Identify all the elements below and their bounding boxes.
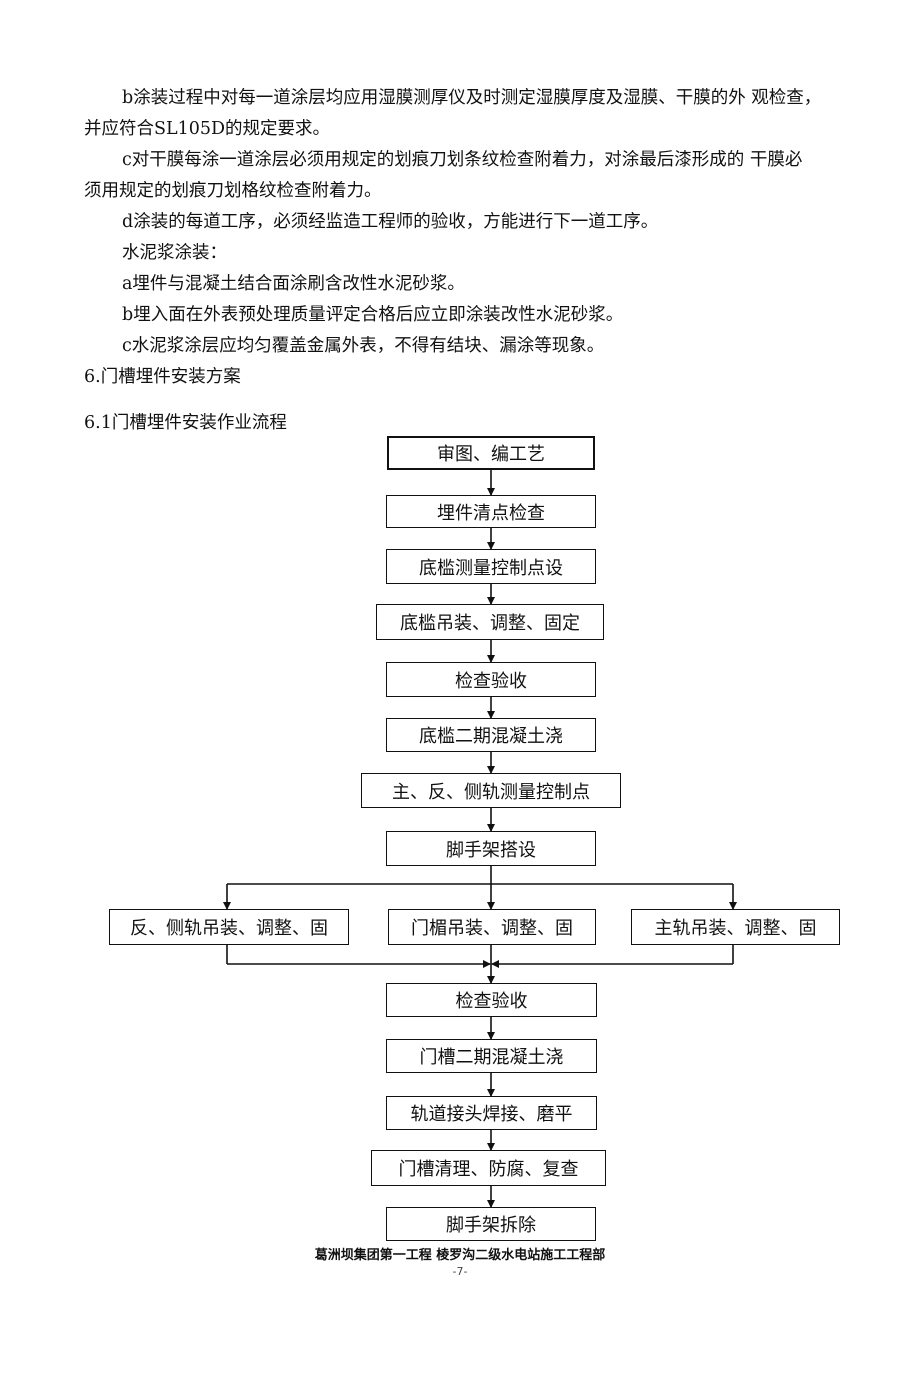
cement-item-b: b埋入面在外表预处理质量评定合格后应立即涂装改性水泥砂浆。	[122, 305, 624, 325]
section-6-heading: 6.门槽埋件安装方案	[84, 367, 241, 387]
flow-step-rail-survey: 主、反、侧轨测量控制点	[361, 773, 621, 808]
flow-step-sill-install: 底槛吊装、调整、固定	[376, 604, 604, 640]
footer-organization: 葛洲坝集团第一工程 棱罗沟二级水电站施工工程部	[314, 1248, 606, 1263]
section-6-1-heading: 6.1门槽埋件安装作业流程	[84, 413, 287, 433]
flow-step-scaffold-remove: 脚手架拆除	[386, 1207, 596, 1241]
flow-step-sill-survey: 底槛测量控制点设	[386, 549, 596, 584]
flow-step-inspection-1: 检查验收	[386, 662, 596, 697]
paragraph-b-line1: b涂装过程中对每一道涂层均应用湿膜测厚仪及时测定湿膜厚度及湿膜、干膜的外 观检查…	[122, 88, 822, 108]
flow-step-joint-weld: 轨道接头焊接、磨平	[386, 1096, 597, 1130]
cement-item-a: a埋件与混凝土结合面涂刷含改性水泥砂浆。	[122, 274, 465, 294]
cement-slurry-heading: 水泥浆涂装：	[122, 243, 227, 263]
flow-step-inspection-2: 检查验收	[386, 983, 597, 1017]
flow-parallel-lintel: 门楣吊装、调整、固	[388, 909, 596, 945]
paragraph-c-line1: c对干膜每涂一道涂层必须用规定的划痕刀划条纹检查附着力，对涂最后漆形成的 干膜必	[122, 150, 803, 170]
page-number: -7-	[452, 1265, 468, 1278]
paragraph-d: d涂装的每道工序，必须经监造工程师的验收，方能进行下一道工序。	[122, 212, 659, 232]
paragraph-c-line2: 须用规定的划痕刀划格纹检查附着力。	[84, 181, 382, 201]
flow-parallel-main-rail: 主轨吊装、调整、固	[631, 909, 840, 945]
flow-step-slot-concrete: 门槽二期混凝土浇	[386, 1039, 597, 1073]
paragraph-b-line2: 并应符合SL105D的规定要求。	[84, 119, 331, 139]
flow-step-clean-anticorrosion: 门槽清理、防腐、复查	[371, 1150, 606, 1186]
flow-step-inventory-check: 埋件清点检查	[386, 495, 596, 528]
flow-step-scaffold-erect: 脚手架搭设	[386, 831, 596, 866]
cement-item-c: c水泥浆涂层应均匀覆盖金属外表，不得有结块、漏涂等现象。	[122, 336, 605, 356]
flow-step-sill-concrete: 底槛二期混凝土浇	[386, 718, 596, 752]
flow-step-review-drawings: 审图、编工艺	[387, 436, 595, 470]
flow-parallel-reverse-side-rail: 反、侧轨吊装、调整、固	[109, 909, 349, 945]
